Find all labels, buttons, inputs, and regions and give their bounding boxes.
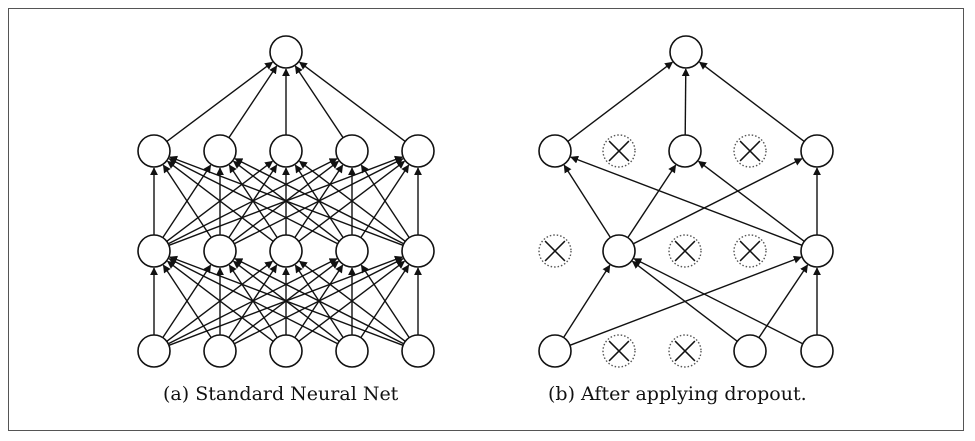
neuron-output-0 [669,35,703,69]
edge-hidden2-3-to-output-0 [294,65,344,139]
edge-hidden2-1-to-output-0 [228,65,278,139]
neuron-input-1 [203,334,237,368]
neuron-input-3 [335,334,369,368]
neuron-hidden2-0 [137,134,171,168]
neuron-input-2 [269,334,303,368]
dropped-neuron-input-1 [602,334,636,368]
neuron-hidden1-3 [335,234,369,268]
neuron-hidden2-3 [335,134,369,168]
neuron-hidden1-1 [203,234,237,268]
neuron-hidden1-1 [602,234,636,268]
edge-hidden1-4-to-hidden2-0 [570,155,803,246]
edge-input-3-to-hidden1-0 [168,258,339,345]
edge-input-4-to-hidden1-2 [298,260,406,342]
neuron-output-0 [269,35,303,69]
neuron-hidden1-2 [269,234,303,268]
neuron-input-0 [538,334,572,368]
edge-input-2-to-hidden1-0 [166,260,274,342]
neuron-hidden2-1 [203,134,237,168]
edge-hidden2-0-to-output-0 [567,61,674,142]
neuron-hidden2-4 [401,134,435,168]
edge-hidden1-4-to-hidden2-2 [697,160,805,242]
edge-hidden2-2-to-output-0 [681,68,690,136]
edge-hidden1-3-to-hidden2-0 [168,158,339,245]
neuron-input-0 [137,334,171,368]
edge-input-4-to-hidden1-1 [633,258,804,345]
dropped-neuron-hidden1-2 [668,234,702,268]
neuron-hidden1-0 [137,234,171,268]
edge-input-1-to-hidden1-0 [162,264,212,338]
caption-standard-net: (a) Standard Neural Net [163,383,399,405]
caption-dropout-net: (b) After applying dropout. [548,383,807,405]
neuron-hidden2-2 [269,134,303,168]
cross-icon-stroke [674,340,696,362]
edge-hidden1-1-to-hidden2-4 [632,158,803,245]
edge-hidden1-4-to-hidden2-1 [234,158,405,245]
cross-icon-stroke [739,140,761,162]
edge-hidden1-1-to-hidden2-0 [162,164,212,238]
neuron-hidden1-4 [800,234,834,268]
edge-input-0-to-hidden1-1 [563,264,611,338]
neuron-input-4 [800,334,834,368]
edge-input-3-to-hidden1-4 [758,264,809,339]
edge-hidden1-4-to-hidden2-2 [298,160,406,242]
edge-input-4-to-hidden1-1 [234,258,405,345]
edge-hidden1-4-to-hidden2-3 [360,164,410,238]
panel-standard-net [137,35,435,368]
edge-hidden1-1-to-hidden2-0 [563,164,611,238]
edge-hidden2-0-to-output-0 [166,61,274,142]
edge-input-3-to-hidden1-1 [631,260,738,342]
neuron-hidden2-4 [800,134,834,168]
neuron-input-3 [733,334,767,368]
edge-hidden1-2-to-hidden2-0 [166,160,274,242]
edge-hidden1-4-to-hidden2-0 [169,155,404,246]
cross-icon-stroke [608,140,630,162]
edge-input-4-to-hidden1-3 [360,264,410,338]
neuron-hidden2-0 [538,134,572,168]
cross-icon-stroke [608,340,630,362]
dropped-neuron-hidden1-0 [538,234,572,268]
edge-hidden2-4-to-output-0 [298,61,406,142]
edge-hidden2-4-to-output-0 [698,61,805,142]
cross-icon-stroke [674,240,696,262]
dropped-neuron-hidden2-1 [602,134,636,168]
dropped-neuron-hidden2-3 [733,134,767,168]
neuron-hidden2-2 [668,134,702,168]
cross-icon-stroke [739,240,761,262]
dropped-neuron-input-2 [668,334,702,368]
edge-input-4-to-hidden1-0 [169,255,404,346]
cross-icon-stroke [544,240,566,262]
panel-dropout-net [538,35,834,368]
edge-hidden1-1-to-hidden2-2 [627,164,677,238]
neuron-hidden1-4 [401,234,435,268]
neuron-input-4 [401,334,435,368]
dropped-neuron-hidden1-3 [733,234,767,268]
